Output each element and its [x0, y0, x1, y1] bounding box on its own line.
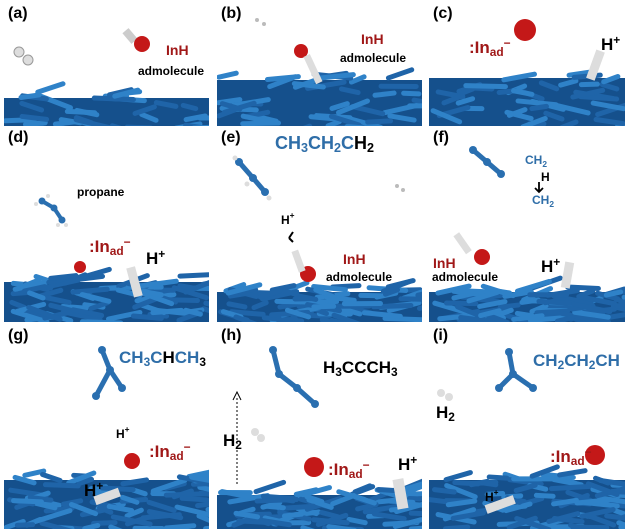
panel-label: (g)	[8, 327, 29, 344]
formula-label: CH3CH2CH2	[275, 133, 375, 155]
panel-label: (i)	[433, 327, 449, 344]
oxygen-atom	[474, 249, 490, 265]
in-ad-label: :Inad−	[328, 458, 370, 481]
h-label: H	[541, 170, 550, 184]
h-plus-label: H+	[281, 210, 295, 227]
zeolite-surface	[217, 278, 422, 322]
inh-label: InH	[166, 42, 189, 58]
panel-label: (e)	[221, 129, 241, 146]
formula-label: H3CCCH3	[323, 358, 398, 379]
h-plus-label: H+	[84, 479, 104, 500]
h2-molecule	[13, 46, 25, 58]
panel-label: (b)	[221, 5, 242, 22]
admolecule-label: admolecule	[326, 270, 393, 284]
panel-label: (a)	[8, 5, 28, 22]
h-plus-label: H+	[485, 487, 499, 504]
panel-f: (f) CH2 H CH2 InH admolecule H+	[429, 126, 625, 322]
in-ad-label: :Inad−	[89, 235, 131, 258]
indium-atom	[304, 457, 324, 477]
h-plus-label: H+	[601, 33, 621, 54]
panel-label: (f)	[433, 129, 449, 146]
inh-label: InH	[361, 31, 384, 47]
zeolite-surface	[429, 464, 625, 529]
h-plus-label: H+	[146, 247, 166, 268]
ch2-bottom-label: CH2	[532, 193, 555, 209]
panel-d-illustration	[4, 194, 209, 322]
h-plus-label: H+	[541, 255, 561, 276]
oxygen-atom	[134, 36, 150, 52]
inh-label: InH	[433, 255, 456, 271]
h2-label: H2	[223, 431, 242, 452]
panel-e: (e) CH3CH2CH2 H+ InH admolecule	[217, 126, 422, 322]
indium-atom	[585, 445, 605, 465]
panel-d: (d) propane :Inad− H+	[4, 126, 209, 322]
in-ad-label: :Inad−	[149, 440, 191, 463]
propyl-molecule	[92, 346, 126, 400]
propyl-molecule	[469, 146, 505, 178]
panel-f-illustration	[429, 146, 625, 322]
zeolite-surface	[429, 275, 625, 322]
inh-label: InH	[343, 251, 366, 267]
panel-i-illustration	[429, 348, 625, 529]
ch2-top-label: CH2	[525, 153, 548, 169]
panel-label: (h)	[221, 327, 242, 344]
indium-atom	[514, 19, 536, 41]
panel-g-illustration	[4, 346, 209, 529]
admolecule-label: admolecule	[340, 51, 407, 65]
propyl-molecule	[495, 348, 537, 392]
panel-label: (c)	[433, 5, 453, 22]
admolecule-label: admolecule	[138, 64, 205, 78]
h-plus-label: H+	[398, 453, 418, 474]
panel-g: (g) CH3CHCH3 H+ :Inad− H+	[4, 324, 209, 529]
h2-label: H2	[436, 403, 455, 424]
oxygen-atom	[294, 44, 308, 58]
formula-label: CH2CH2CH	[533, 351, 620, 372]
panel-h: (h) H3CCCH3 H2 :Inad− H+	[217, 324, 422, 529]
panel-e-illustration	[217, 155, 422, 322]
admolecule-label: admolecule	[432, 270, 499, 284]
zeolite-surface	[217, 478, 422, 529]
indium-atom	[74, 261, 86, 273]
panel-label: (d)	[8, 129, 29, 146]
propane-label: propane	[77, 185, 125, 199]
in-ad-label: :Inad−	[469, 36, 511, 59]
formula-label: CH3CHCH3	[119, 348, 206, 369]
panel-h-illustration	[217, 346, 422, 529]
zeolite-surface	[4, 266, 209, 322]
in-ad-label: :Inad−	[550, 445, 592, 468]
propane-molecule	[34, 194, 68, 227]
panel-i: (i) CH2CH2CH H2 :Inad− H+	[429, 324, 625, 529]
indium-atom	[124, 453, 140, 469]
propyl-molecule	[232, 155, 272, 201]
propyne-molecule	[269, 346, 319, 408]
h-plus-small-label: H+	[116, 424, 130, 441]
